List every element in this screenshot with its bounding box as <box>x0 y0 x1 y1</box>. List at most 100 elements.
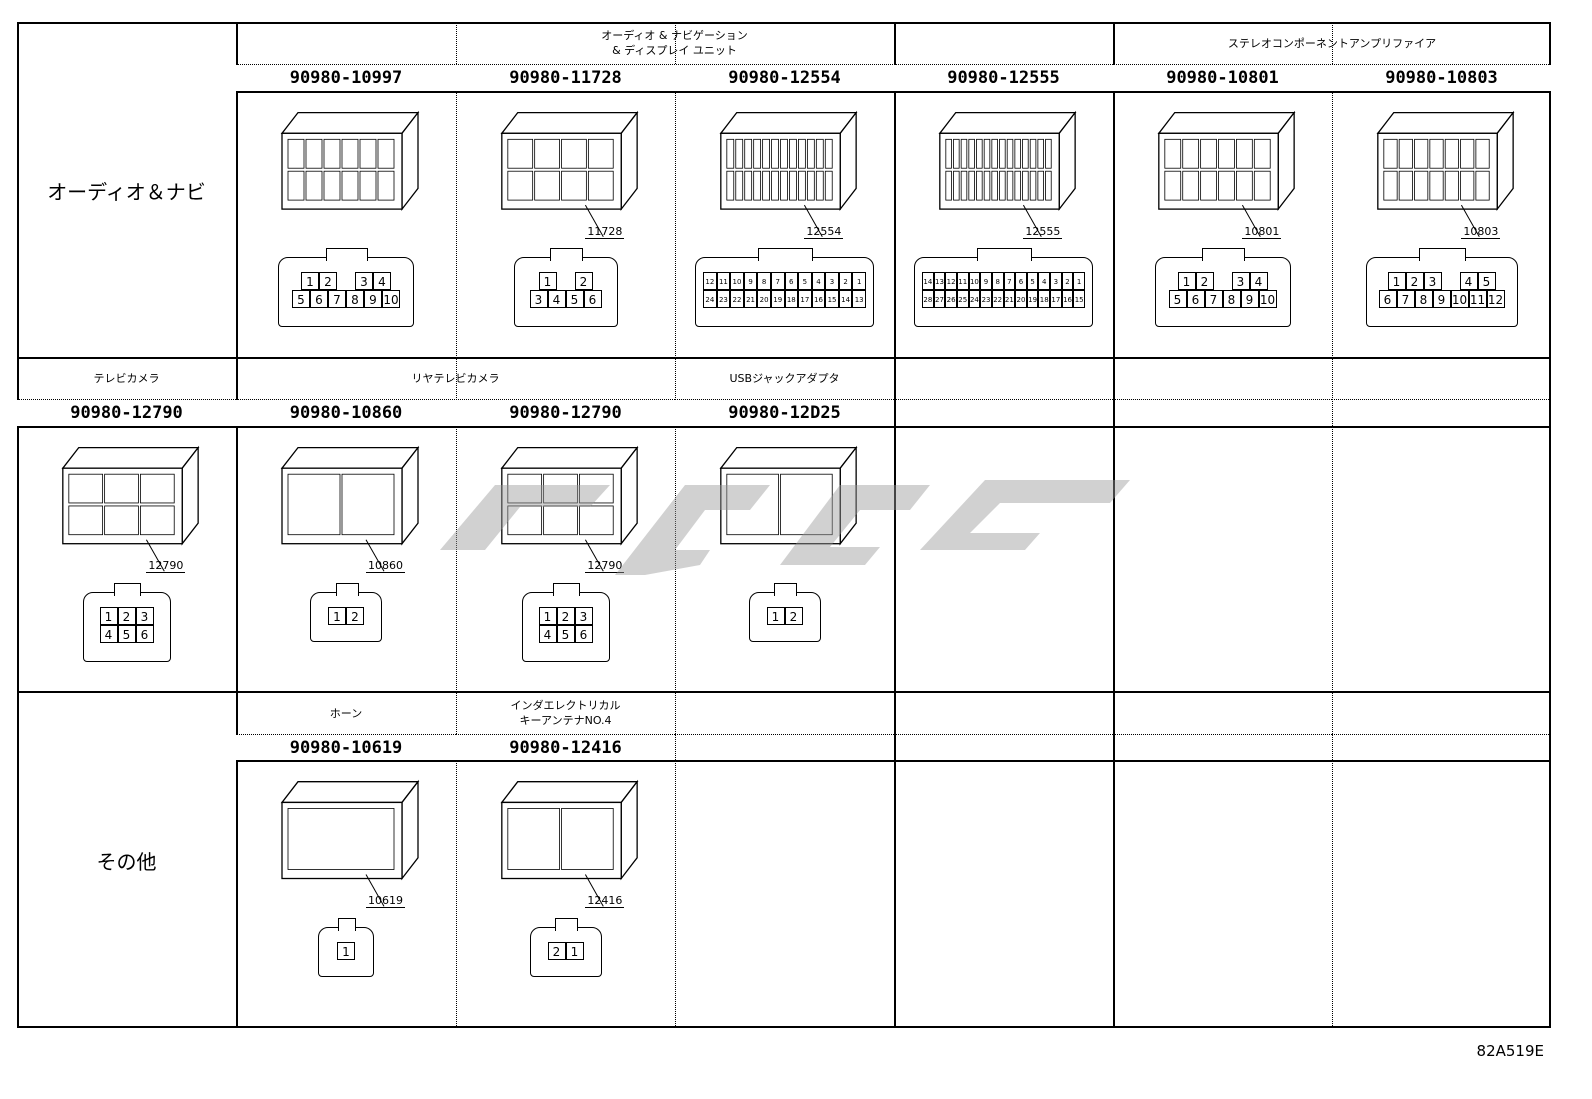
column-divider <box>894 358 896 692</box>
pin-number: 4 <box>1459 272 1478 291</box>
connector-cavity <box>1398 170 1413 201</box>
pin-number: 9 <box>743 272 758 291</box>
pin-number: 10 <box>382 290 400 309</box>
pin-number: 5 <box>1026 272 1039 291</box>
connector-cavity <box>1444 170 1459 201</box>
pin-number: 16 <box>1061 290 1074 309</box>
connector-lock-tab <box>1419 248 1466 262</box>
connector-cavity <box>1022 170 1029 201</box>
pin-number: 9 <box>364 290 382 309</box>
connector-cavity <box>780 473 833 536</box>
connector-cavity <box>1429 138 1444 169</box>
pin-number: 21 <box>743 290 758 309</box>
pin-number: 5 <box>565 290 584 309</box>
part-number: 90980-12790 <box>17 400 236 428</box>
connector-lock-tab <box>113 582 142 596</box>
part-number: 90980-12554 <box>675 65 894 93</box>
connector-cavity <box>1037 138 1044 169</box>
group-header: ステレオコンポーネントアンプリファイア <box>1113 22 1551 65</box>
connector-cavity <box>789 138 797 169</box>
connector-cavity <box>579 505 614 536</box>
pin-number: 1 <box>852 272 866 291</box>
connector-cavity <box>976 138 983 169</box>
connector-cavity <box>753 170 762 201</box>
part-number-cell <box>1332 735 1551 762</box>
group-header <box>675 692 894 735</box>
connector-cavity <box>780 138 788 169</box>
part-number: 90980-10803 <box>1332 65 1551 93</box>
pin-number: 14 <box>838 290 853 309</box>
part-number-cell <box>1113 400 1332 428</box>
connector-lock-tab <box>550 248 583 262</box>
connector-cavity <box>1236 138 1253 169</box>
pin-number: 3 <box>135 606 154 625</box>
connector-cavity <box>968 138 975 169</box>
connector-cavity <box>587 170 614 201</box>
connector-cavity <box>1253 170 1271 201</box>
pin-number: 26 <box>945 290 957 309</box>
pin-number: 24 <box>968 290 981 309</box>
pin-number: 23 <box>716 290 731 309</box>
callout-label: 10803 <box>1461 224 1501 239</box>
connector-cavity <box>1014 170 1021 201</box>
connector-cavity <box>983 138 991 169</box>
group-header: ホーン <box>236 692 456 735</box>
connector-cavity <box>579 473 614 504</box>
connector-cavity <box>1182 138 1200 169</box>
connector-cavity <box>507 138 534 169</box>
column-divider <box>894 692 896 1028</box>
pin-number: 2 <box>547 941 566 960</box>
pin-number: 1 <box>328 606 346 625</box>
pin-number: 4 <box>99 624 118 643</box>
connector-cavity <box>68 505 104 536</box>
connector-perspective-view <box>938 110 1077 238</box>
pin-number: 7 <box>1396 290 1415 309</box>
pin-number: 2 <box>346 606 364 625</box>
pin-number: 9 <box>980 272 992 291</box>
part-number: 90980-10619 <box>236 735 456 762</box>
connector-cavity <box>976 170 983 201</box>
connector-cavity <box>726 138 735 169</box>
pin-row: 1 <box>319 941 373 960</box>
column-divider <box>1332 692 1333 1028</box>
pin-number: 5 <box>1168 290 1187 309</box>
pin-number: 19 <box>770 290 785 309</box>
pin-number: 3 <box>1231 272 1250 291</box>
pin-number: 1 <box>1073 272 1085 291</box>
connector-cavity <box>744 138 753 169</box>
pin-number: 13 <box>852 290 866 309</box>
part-number: 90980-10860 <box>236 400 456 428</box>
connector-cavity <box>999 138 1006 169</box>
connector-cavity <box>798 170 806 201</box>
connector-cavity <box>1383 170 1398 201</box>
pin-number: 6 <box>1015 272 1027 291</box>
connector-cavity <box>945 170 952 201</box>
pin-number: 6 <box>784 272 799 291</box>
connector-perspective-view <box>280 110 420 212</box>
connector-perspective-view <box>719 110 858 238</box>
connector-cavity <box>1045 170 1052 201</box>
connector-cavity <box>507 170 534 201</box>
pin-number: 10 <box>1258 290 1277 309</box>
connector-cavity <box>1218 138 1235 169</box>
connector-cavity <box>960 138 968 169</box>
watermark-stroke <box>780 485 930 565</box>
column-divider <box>675 358 676 692</box>
pin-number: 12 <box>703 272 717 291</box>
pin-number: 6 <box>583 290 602 309</box>
pin-number: 8 <box>1222 290 1241 309</box>
pin-number: 7 <box>1003 272 1016 291</box>
pin-number: 2 <box>1405 272 1424 291</box>
pin-number: 1 <box>565 941 584 960</box>
connector-cavity <box>1444 138 1459 169</box>
connector-cavity <box>953 170 960 201</box>
figure-code: 82A519E <box>1476 1042 1544 1060</box>
pin-number: 3 <box>355 272 373 291</box>
